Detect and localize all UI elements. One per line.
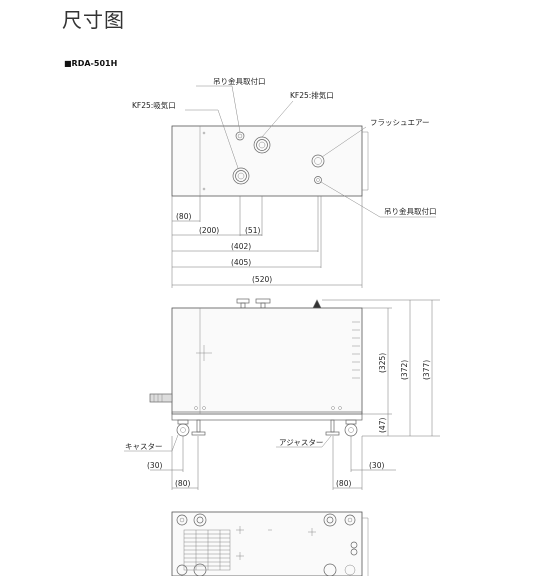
dim-30-left: (30)	[147, 461, 162, 470]
dim-30-right: (30)	[369, 461, 384, 470]
dim-47: (47)	[378, 418, 387, 433]
dim-402: (402)	[231, 242, 251, 251]
label-caster: キャスター	[125, 442, 163, 451]
front-view-body	[171, 307, 363, 415]
top-view-body	[171, 125, 363, 197]
top-view	[171, 85, 436, 288]
label-kf25-intake: KF25:吸気口	[132, 100, 176, 110]
adjuster-left	[191, 431, 206, 436]
dim-377: (377)	[422, 360, 431, 380]
dim-520: (520)	[252, 275, 272, 284]
dim-80-top: (80)	[176, 212, 191, 221]
bottom-view-body	[171, 511, 363, 576]
bottom-view	[171, 511, 369, 576]
dim-51: (51)	[245, 226, 260, 235]
kf25-intake-port	[232, 167, 250, 185]
caster-right	[344, 423, 358, 437]
dim-80-right: (80)	[336, 479, 351, 488]
flush-air-port	[311, 154, 325, 168]
dim-200: (200)	[199, 226, 219, 235]
dim-80-left: (80)	[175, 479, 190, 488]
hook-port-right	[314, 176, 322, 184]
label-hook-right: 吊り金具取付口	[384, 206, 437, 216]
cooling-fins	[183, 529, 231, 571]
dim-405: (405)	[231, 258, 251, 267]
page-title: 尺寸图	[62, 8, 125, 32]
label-kf25-exhaust: KF25:排気口	[290, 90, 334, 100]
label-hook-top: 吊り金具取付口	[213, 76, 266, 86]
model-label: ■RDA-501H	[64, 59, 118, 68]
dim-372: (372)	[400, 360, 409, 380]
dim-325: (325)	[378, 353, 387, 373]
adjuster-right	[325, 431, 340, 436]
front-view	[124, 298, 440, 490]
label-adjuster: アジャスター	[279, 438, 323, 447]
caster-left	[176, 423, 190, 437]
label-flush-air: フラッシュエアー	[370, 118, 430, 127]
